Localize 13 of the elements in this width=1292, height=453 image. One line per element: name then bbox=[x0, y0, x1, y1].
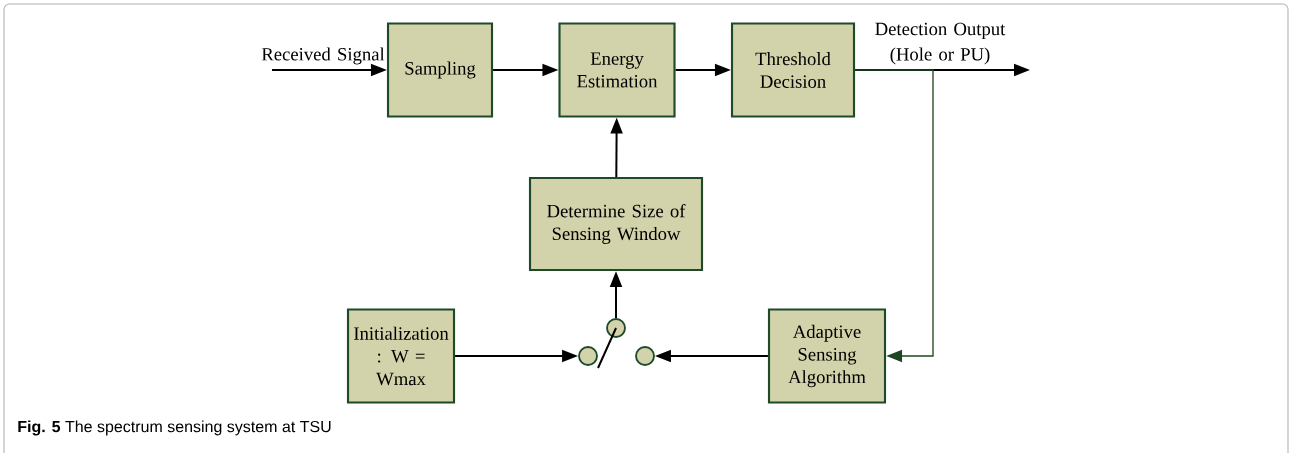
switch-contact bbox=[635, 346, 655, 366]
edge-label: Received Signal bbox=[261, 47, 385, 65]
arrow bbox=[854, 69, 934, 363]
process-box: Determine Size of Sensing Window bbox=[528, 176, 704, 272]
switch-contact bbox=[578, 346, 598, 366]
switch-contact bbox=[606, 318, 626, 338]
caption: Fig. 5 The spectrum sensing system at TSU bbox=[18, 420, 331, 436]
process-box: Initialization : W = Wmax bbox=[346, 308, 456, 404]
edge-label: Detection Output (Hole or PU) bbox=[875, 22, 1006, 65]
process-box: Energy Estimation bbox=[558, 22, 676, 118]
process-box: Adaptive Sensing Algorithm bbox=[767, 308, 887, 404]
process-box: Sampling bbox=[386, 22, 494, 118]
process-box: Threshold Decision bbox=[730, 22, 856, 118]
